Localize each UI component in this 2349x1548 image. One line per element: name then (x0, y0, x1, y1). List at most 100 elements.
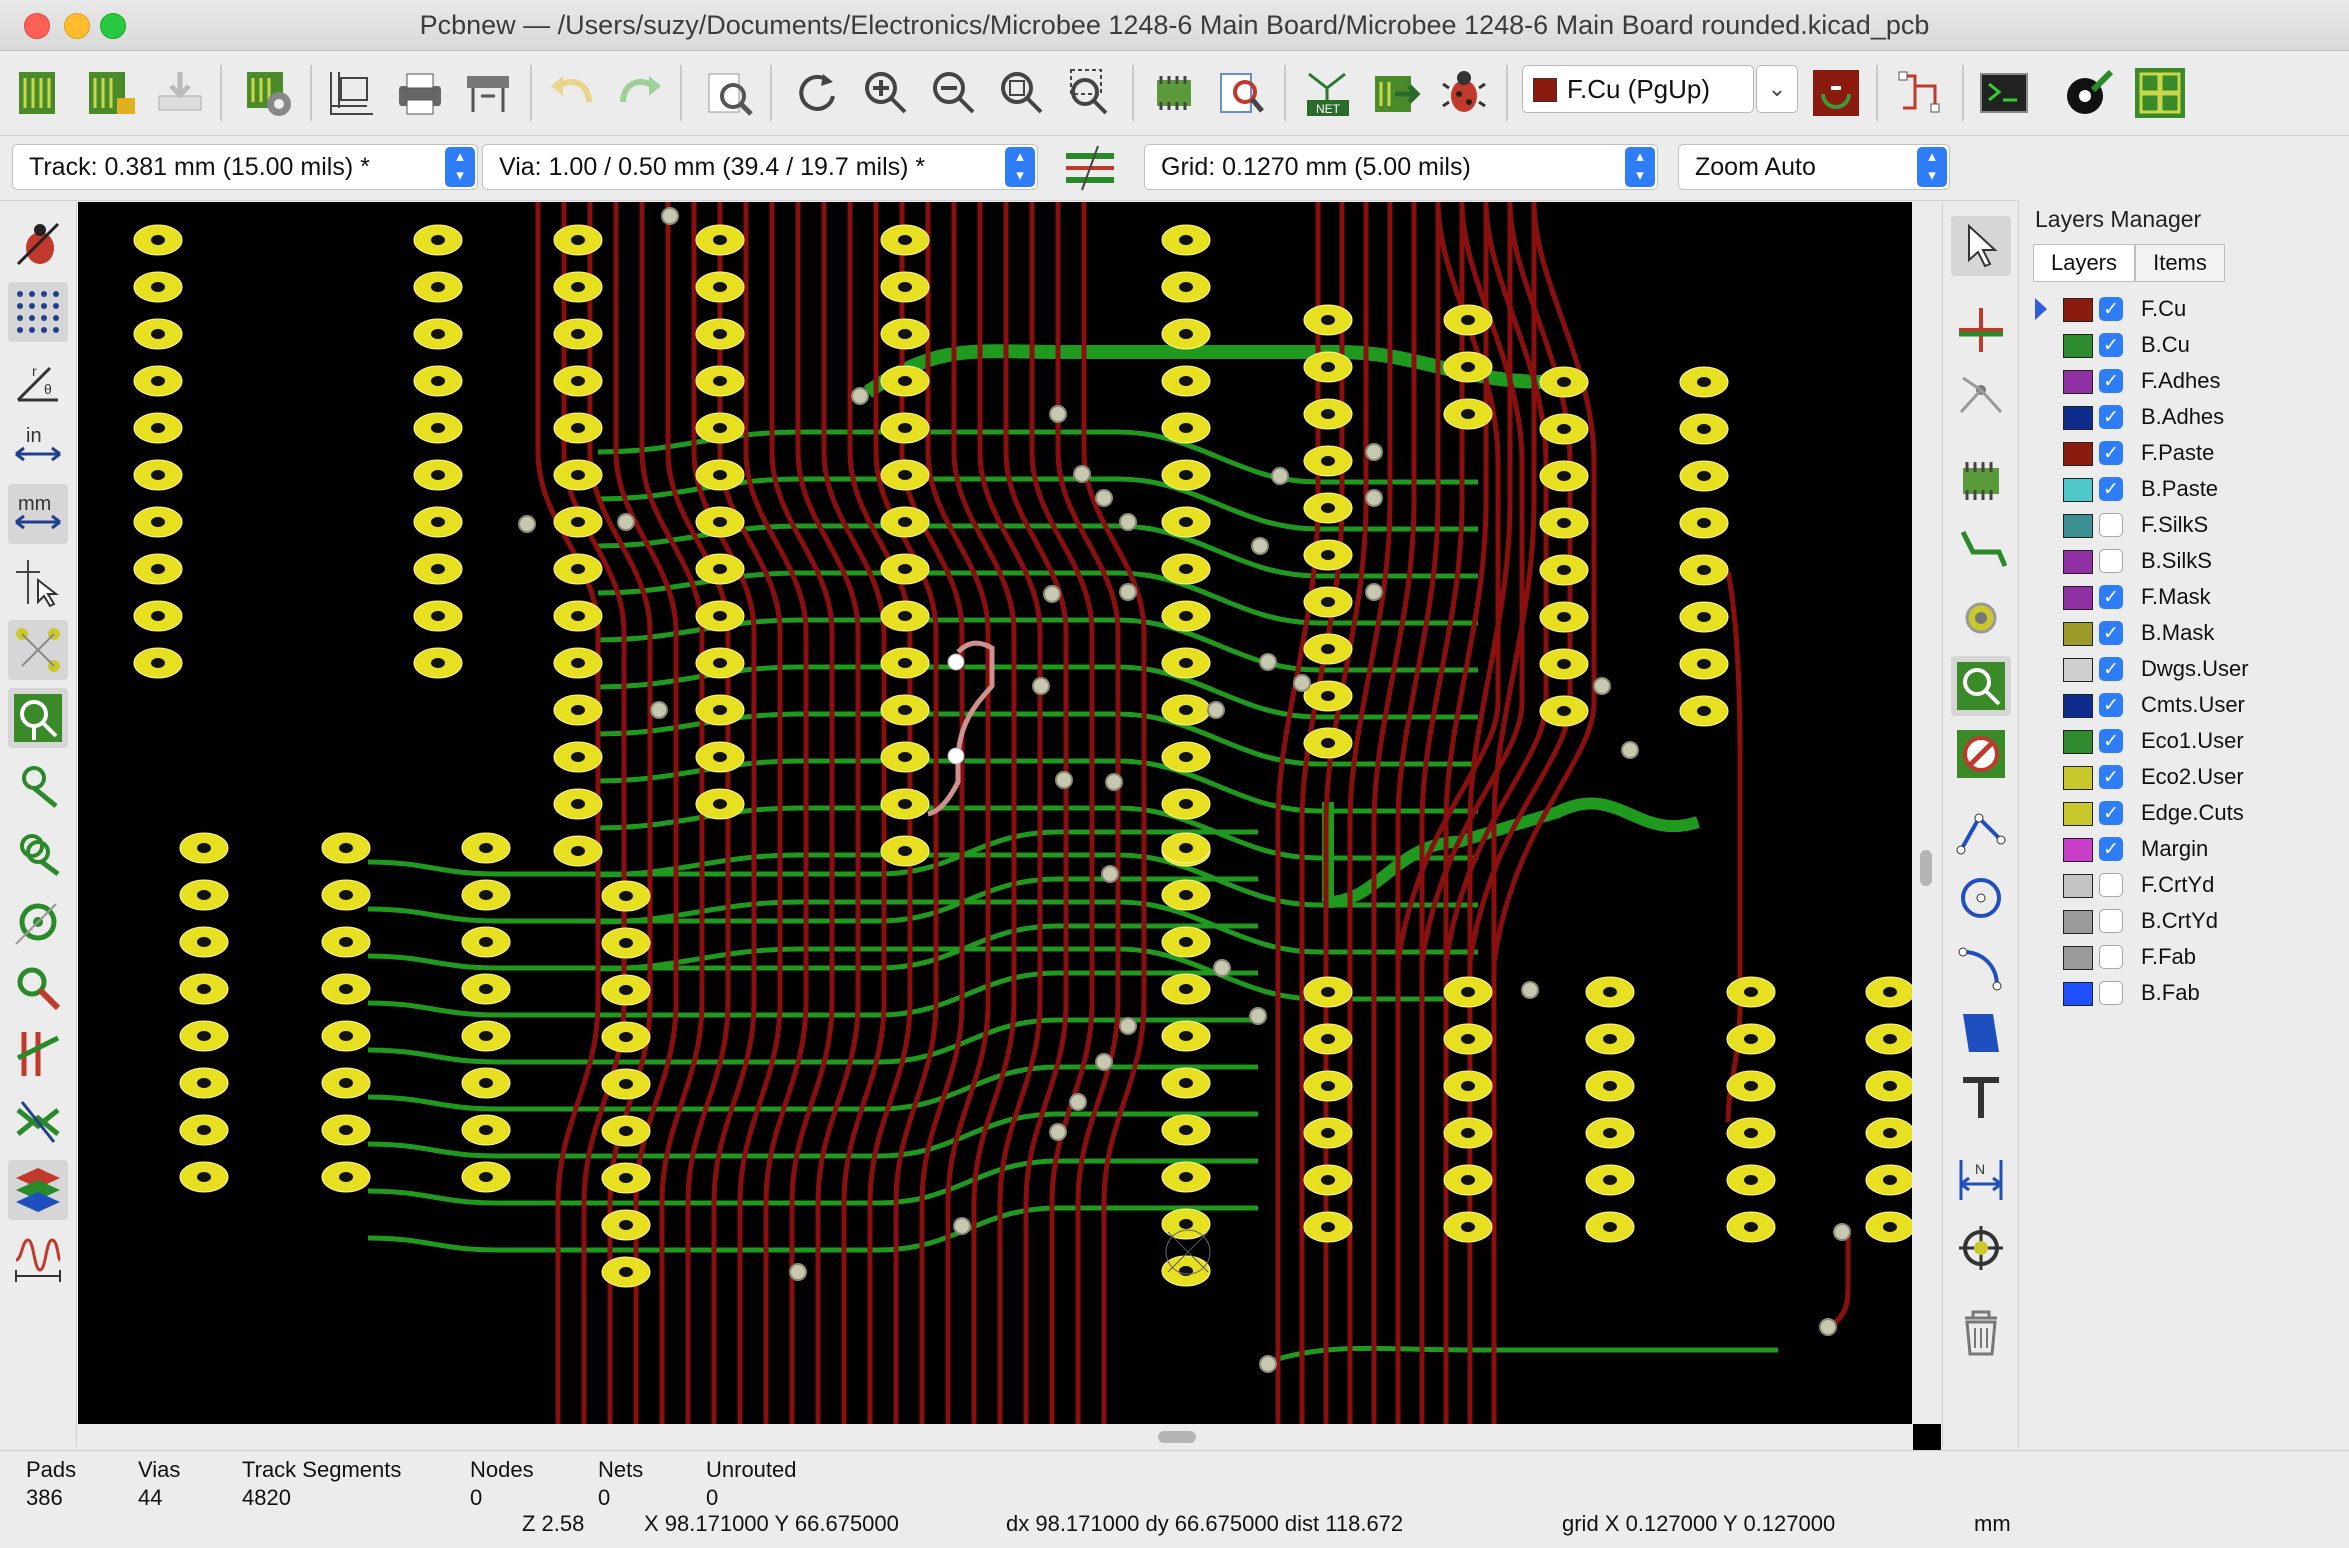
add-zone-icon[interactable] (1951, 656, 2011, 716)
units-inch-icon[interactable]: in (8, 416, 68, 476)
horizontal-scroll-thumb[interactable] (1158, 1431, 1196, 1443)
close-window-button[interactable] (24, 13, 50, 39)
layer-row[interactable]: ✓Margin (2033, 832, 2338, 866)
grid-select[interactable]: Grid: 0.1270 mm (5.00 mils) ▴▾ (1144, 144, 1658, 190)
select-arrow-icon[interactable] (1951, 216, 2011, 276)
draw-circle-icon[interactable] (1951, 868, 2011, 928)
active-layer-select[interactable]: F.Cu (PgUp) (1522, 65, 1754, 113)
layer-color-swatch[interactable] (2063, 658, 2093, 682)
print-icon[interactable] (390, 61, 450, 125)
layer-visibility-checkbox[interactable]: ✓ (2099, 621, 2123, 645)
footprint-editor-icon[interactable] (1144, 61, 1204, 125)
delete-icon[interactable] (1951, 1302, 2011, 1362)
via-size-select[interactable]: Via: 1.00 / 0.50 mm (39.4 / 19.7 mils) *… (482, 144, 1038, 190)
route-track-icon[interactable] (1951, 520, 2011, 580)
zone-outline-icon[interactable] (8, 754, 68, 814)
layer-row[interactable]: F.SilkS (2033, 508, 2338, 542)
grid-toggle-icon[interactable] (8, 282, 68, 342)
layer-row[interactable]: B.SilkS (2033, 544, 2338, 578)
layer-visibility-checkbox[interactable] (2099, 909, 2123, 933)
layer-color-swatch[interactable] (2063, 622, 2093, 646)
layer-row[interactable]: ✓F.Adhes (2033, 364, 2338, 398)
find-icon[interactable] (700, 61, 760, 125)
layer-visibility-checkbox[interactable]: ✓ (2099, 477, 2123, 501)
footprint-viewer-icon[interactable] (1212, 61, 1272, 125)
track-width-select[interactable]: Track: 0.381 mm (15.00 mils) * ▴▾ (12, 144, 478, 190)
layer-visibility-checkbox[interactable] (2099, 513, 2123, 537)
load-icon[interactable] (150, 61, 210, 125)
high-contrast-icon[interactable] (8, 1092, 68, 1152)
zoom-selection-icon[interactable] (1060, 61, 1120, 125)
layer-row[interactable]: B.CrtYd (2033, 904, 2338, 938)
board-setup-gear-icon[interactable] (240, 61, 300, 125)
add-dimension-icon[interactable]: N (1951, 1150, 2011, 1210)
add-keepout-icon[interactable] (1951, 724, 2011, 784)
maximize-window-button[interactable] (100, 13, 126, 39)
draw-arc-icon[interactable] (1951, 936, 2011, 996)
layer-color-swatch[interactable] (2063, 406, 2093, 430)
layer-row[interactable]: ✓B.Cu (2033, 328, 2338, 362)
layer-color-swatch[interactable] (2063, 442, 2093, 466)
layer-color-swatch[interactable] (2063, 730, 2093, 754)
ratsnest-icon[interactable] (8, 620, 68, 680)
autoplace-icon[interactable] (1890, 61, 1950, 125)
layer-row[interactable]: ✓Dwgs.User (2033, 652, 2338, 686)
layer-visibility-checkbox[interactable]: ✓ (2099, 369, 2123, 393)
track-sketch-icon[interactable] (8, 1024, 68, 1084)
layer-row[interactable]: ✓B.Paste (2033, 472, 2338, 506)
layer-manager-icon[interactable] (2130, 61, 2190, 125)
auto-track-width-icon[interactable] (1062, 142, 1118, 194)
redraw-icon[interactable] (786, 61, 846, 125)
layer-color-swatch[interactable] (2063, 874, 2093, 898)
tab-layers[interactable]: Layers (2033, 244, 2135, 282)
local-ratsnest-icon[interactable] (1951, 366, 2011, 426)
layer-visibility-checkbox[interactable]: ✓ (2099, 333, 2123, 357)
horizontal-scrollbar[interactable] (78, 1424, 1912, 1450)
pcb-canvas[interactable] (78, 202, 1912, 1424)
layer-row[interactable]: ✓F.Paste (2033, 436, 2338, 470)
pad-sketch-icon[interactable] (8, 892, 68, 952)
layer-visibility-checkbox[interactable]: ✓ (2099, 585, 2123, 609)
layer-color-swatch[interactable] (2063, 298, 2093, 322)
layer-row[interactable]: ✓B.Adhes (2033, 400, 2338, 434)
highlight-net-icon[interactable] (1951, 300, 2011, 360)
undo-icon[interactable] (542, 61, 602, 125)
layer-row[interactable]: ✓Eco2.User (2033, 760, 2338, 794)
layer-pair-icon[interactable] (1806, 61, 1866, 125)
layer-color-swatch[interactable] (2063, 766, 2093, 790)
layer-visibility-checkbox[interactable] (2099, 873, 2123, 897)
layer-color-swatch[interactable] (2063, 586, 2093, 610)
layer-color-swatch[interactable] (2063, 478, 2093, 502)
layer-row[interactable]: ✓Cmts.User (2033, 688, 2338, 722)
chevron-down-icon[interactable]: ⌄ (1756, 65, 1798, 113)
layer-row[interactable]: F.CrtYd (2033, 868, 2338, 902)
layer-color-swatch[interactable] (2063, 514, 2093, 538)
layer-visibility-checkbox[interactable] (2099, 549, 2123, 573)
layer-row[interactable]: ✓Edge.Cuts (2033, 796, 2338, 830)
layer-row[interactable]: ✓F.Mask (2033, 580, 2338, 614)
layer-color-swatch[interactable] (2063, 370, 2093, 394)
add-footprint-icon[interactable] (1951, 450, 2011, 510)
layer-color-swatch[interactable] (2063, 694, 2093, 718)
layer-row[interactable]: ✓Eco1.User (2033, 724, 2338, 758)
layer-color-swatch[interactable] (2063, 334, 2093, 358)
layer-row[interactable]: B.Fab (2033, 976, 2338, 1010)
layer-visibility-checkbox[interactable]: ✓ (2099, 441, 2123, 465)
draw-line-icon[interactable] (1951, 802, 2011, 862)
draw-polygon-icon[interactable] (1951, 1002, 2011, 1062)
layer-color-swatch[interactable] (2063, 982, 2093, 1006)
scripting-console-icon[interactable] (1974, 61, 2034, 125)
drc-markers-icon[interactable] (8, 214, 68, 274)
zone-fill-icon[interactable] (8, 688, 68, 748)
drawing-sheet-icon[interactable] (322, 61, 382, 125)
layer-color-swatch[interactable] (2063, 946, 2093, 970)
layer-visibility-checkbox[interactable]: ✓ (2099, 693, 2123, 717)
add-via-icon[interactable] (1951, 588, 2011, 648)
layers-manager-toggle-icon[interactable] (8, 1160, 68, 1220)
update-pcb-icon[interactable] (1366, 61, 1426, 125)
layer-visibility-checkbox[interactable]: ✓ (2099, 657, 2123, 681)
cursor-shape-icon[interactable] (8, 552, 68, 612)
layer-visibility-checkbox[interactable] (2099, 945, 2123, 969)
microwave-tools-icon[interactable] (8, 1226, 68, 1286)
